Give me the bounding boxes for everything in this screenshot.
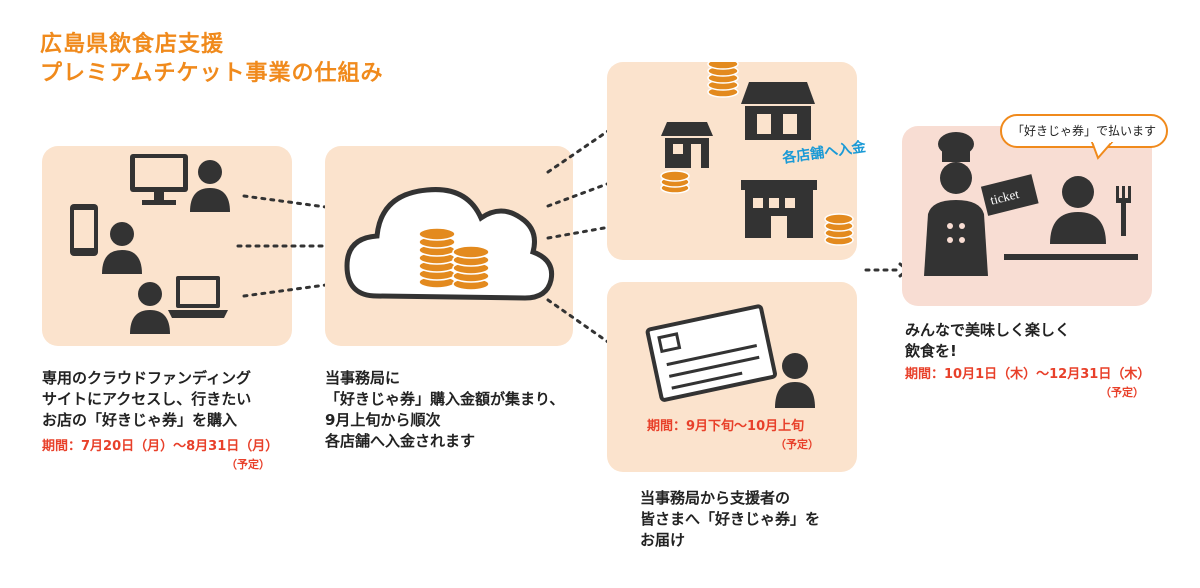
restaurant-illustration: ticket	[924, 132, 1138, 276]
coin-stack-icon	[418, 227, 490, 291]
page-title: 広島県飲食店支援 プレミアムチケット事業の仕組み	[40, 30, 383, 88]
speech-bubble-tail	[1090, 142, 1114, 160]
person-icon	[775, 353, 815, 408]
title-line-2: プレミアムチケット事業の仕組み	[40, 61, 384, 86]
title-line-1: 広島県飲食店支援	[40, 32, 225, 57]
speech-bubble: 「好きじゃ券」で払います	[1000, 114, 1168, 148]
customer-icon	[1050, 176, 1106, 244]
step1-caption: 専用のクラウドファンディング サイトにアクセスし、行きたい お店の「好きじゃ券」…	[42, 369, 252, 429]
ticket-card-illustration	[645, 304, 815, 408]
ticket-icon	[980, 174, 1039, 216]
step1-devices-illustration	[70, 154, 230, 334]
desktop-icon	[130, 154, 188, 205]
store-icon	[741, 82, 815, 140]
person-icon	[190, 160, 230, 212]
shops-illustration	[660, 62, 854, 246]
step1-period: 期間：7月20日（月）～8月31日（月）	[42, 439, 279, 454]
step5-panel: ticket	[902, 126, 1152, 306]
step5-period: 期間：10月1日（木）～12月31日（木）	[905, 367, 1151, 382]
laptop-icon	[168, 276, 228, 318]
ticket-card-icon	[645, 304, 777, 402]
step3-panel	[607, 62, 857, 260]
fork-icon	[1116, 186, 1131, 236]
step5-caption: みんなで美味しく楽しく 飲食を!	[905, 321, 1071, 360]
building-icon	[741, 180, 817, 238]
cloud-coins-illustration	[344, 187, 555, 301]
chef-icon	[924, 132, 988, 276]
coin-stack-icon	[660, 170, 690, 194]
step5-note: （予定）	[1100, 386, 1144, 399]
table-icon	[1004, 254, 1138, 260]
shop-icon	[661, 122, 713, 168]
step4-note: （予定）	[775, 438, 819, 451]
ticket-text: ticket	[989, 186, 1021, 208]
coin-stack-icon	[707, 62, 739, 98]
step1-note: （予定）	[226, 458, 270, 471]
coin-stack-icon	[824, 213, 854, 246]
step4-period: 期間：9月下旬～10月上旬	[647, 419, 805, 434]
person-icon	[130, 282, 170, 334]
step4-panel: 期間：9月下旬～10月上旬 （予定）	[607, 282, 857, 472]
step2-panel	[325, 146, 573, 346]
smartphone-icon	[70, 204, 98, 256]
step2-caption: 当事務局に 「好きじゃ券」購入金額が集まり、 9月上旬から順次 各店舗へ入金され…	[325, 369, 565, 450]
step4-caption: 当事務局から支援者の 皆さまへ「好きじゃ券」を お届け	[640, 489, 821, 549]
person-icon	[102, 222, 142, 274]
